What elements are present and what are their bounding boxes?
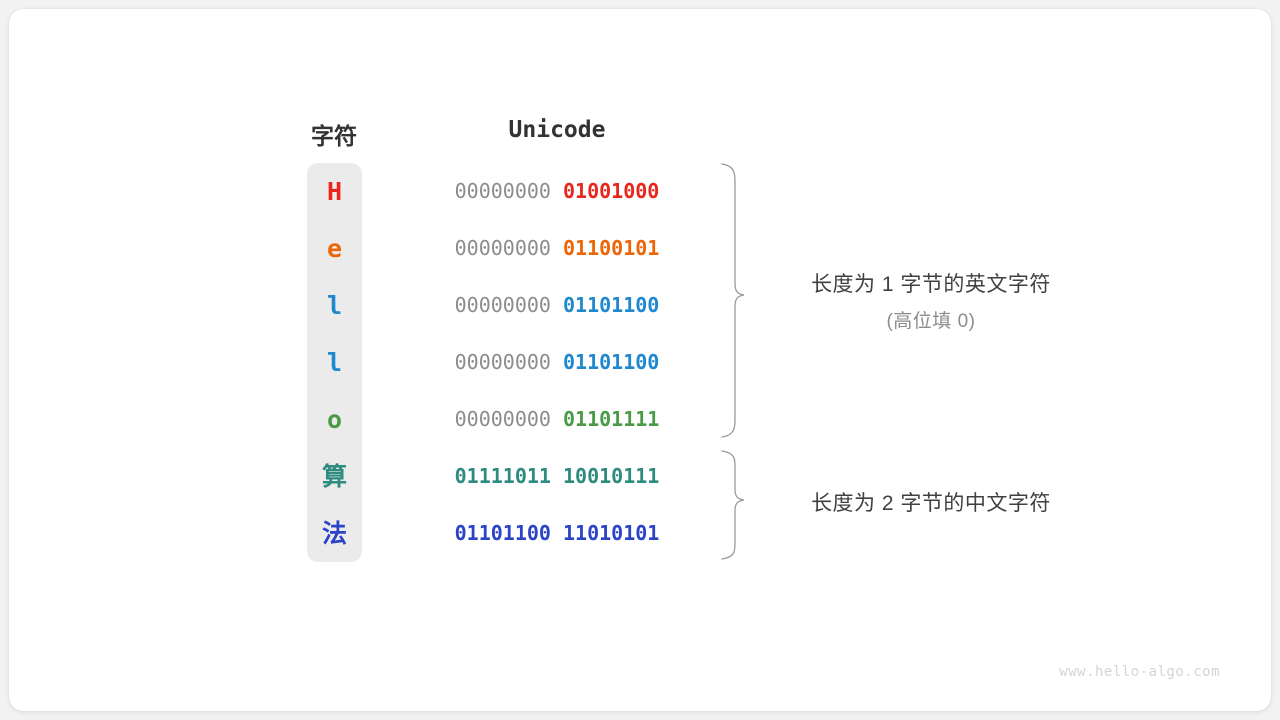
encoding-row: e 00000000 01100101 [0, 220, 1280, 277]
row-character: 算 [321, 462, 347, 491]
row-unicode-bits: 01111011 10010111 [427, 448, 687, 505]
encoding-row: H 00000000 01001000 [0, 163, 1280, 220]
encoding-row: o 00000000 01101111 [0, 391, 1280, 448]
encoding-row: 法 01101100 11010101 [0, 505, 1280, 562]
character-column-pill [307, 163, 362, 562]
row-unicode-bits: 00000000 01101100 [427, 334, 687, 391]
row-character: l [326, 348, 343, 377]
annotation-cjk: 长度为 2 字节的中文字符 [766, 487, 1096, 517]
row-low-byte: 11010101 [563, 521, 660, 545]
encoding-row: l 00000000 01101100 [0, 334, 1280, 391]
row-low-byte: 01101111 [563, 407, 660, 431]
encoding-row: l 00000000 01101100 [0, 277, 1280, 334]
row-character: l [326, 291, 343, 320]
annotation-ascii: 长度为 1 字节的英文字符 (高位填 0) [766, 268, 1096, 333]
row-high-byte: 01101100 [454, 521, 551, 545]
row-unicode-bits: 00000000 01001000 [427, 163, 687, 220]
row-high-byte: 00000000 [454, 350, 551, 374]
row-high-byte: 00000000 [454, 236, 551, 260]
encoding-row: 算 01111011 10010111 [0, 448, 1280, 505]
row-low-byte: 01100101 [563, 236, 660, 260]
row-unicode-bits: 00000000 01101100 [427, 277, 687, 334]
row-character: e [326, 234, 343, 263]
row-low-byte: 01001000 [563, 179, 660, 203]
annotation-ascii-line2: (高位填 0) [886, 311, 976, 332]
row-unicode-bits: 00000000 01100101 [427, 220, 687, 277]
row-high-byte: 01111011 [454, 464, 551, 488]
row-low-byte: 10010111 [563, 464, 660, 488]
row-character: o [326, 405, 343, 434]
column-header-character: 字符 [311, 124, 357, 150]
column-header-unicode: Unicode [508, 117, 606, 143]
row-high-byte: 00000000 [454, 293, 551, 317]
row-low-byte: 01101100 [563, 293, 660, 317]
row-high-byte: 00000000 [454, 407, 551, 431]
row-unicode-bits: 00000000 01101111 [427, 391, 687, 448]
row-high-byte: 00000000 [454, 179, 551, 203]
annotation-cjk-line1: 长度为 2 字节的中文字符 [811, 492, 1051, 515]
diagram-card [9, 9, 1271, 711]
row-character: H [326, 177, 343, 206]
row-low-byte: 01101100 [563, 350, 660, 374]
row-character: 法 [321, 519, 347, 548]
row-unicode-bits: 01101100 11010101 [427, 505, 687, 562]
annotation-ascii-line1: 长度为 1 字节的英文字符 [811, 273, 1051, 296]
watermark: www.hello-algo.com [1059, 664, 1220, 680]
